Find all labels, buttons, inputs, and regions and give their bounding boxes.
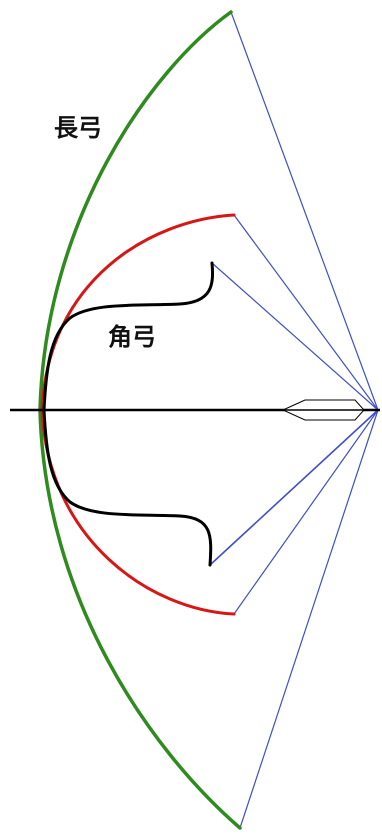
longbow-label: 長弓: [54, 116, 102, 140]
hornbow-upper-string: [212, 263, 378, 410]
recurve-upper-string: [234, 215, 378, 410]
recurve-limb: [42, 215, 234, 614]
hornbow-label: 角弓: [108, 325, 156, 349]
hornbow-limb: [44, 263, 213, 565]
recurve-lower-string: [234, 410, 378, 614]
longbow-upper-string: [231, 12, 378, 410]
